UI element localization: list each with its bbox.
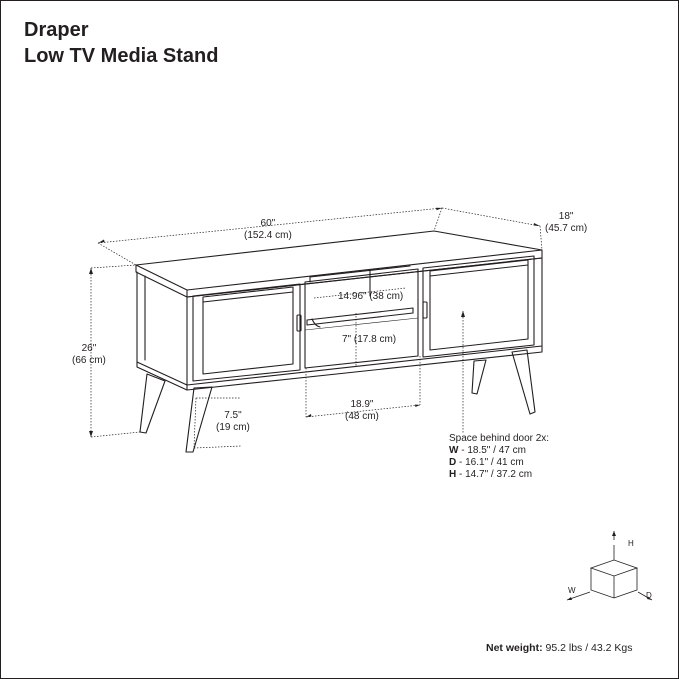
left-door [192, 283, 301, 382]
leg-front-left [185, 386, 213, 453]
width-label: 60" (152.4 cm) [244, 218, 292, 241]
product-type: Low TV Media Stand [24, 45, 219, 67]
left-handle [296, 314, 302, 332]
stand-left-side [136, 271, 188, 386]
space-behind-door: Space behind door 2x: W - 18.5" / 47 cm … [449, 433, 549, 481]
leg-spacing-dimension-line [305, 404, 421, 418]
shelf-width-label: 14.96" (38 cm) [338, 291, 404, 302]
leg-spacing-label: 18.9" (48 cm) [345, 399, 379, 422]
space-row-d: D - 16.1" / 41 cm [449, 457, 524, 468]
leg-height-label: 7.5" (19 cm) [216, 410, 250, 433]
depth-label: 18" (45.7 cm) [545, 211, 588, 234]
space-heading: Space behind door 2x: [449, 433, 550, 444]
center-shelf [306, 307, 414, 326]
net-weight: Net weight: 95.2 lbs / 43.2 Kgs [486, 642, 633, 654]
axis-cube [566, 531, 653, 601]
stand-top [135, 230, 543, 291]
space-row-w: W - 18.5" / 47 cm [449, 445, 526, 456]
axis-d-label: D [646, 591, 652, 600]
height-label: 26" (66 cm) [72, 343, 106, 366]
center-opening [304, 268, 419, 369]
leg-front-right [511, 349, 536, 415]
product-name: Draper [24, 19, 89, 41]
width-dimension-line [97, 207, 443, 244]
right-door [422, 255, 535, 358]
depth-dimension-line [441, 207, 541, 227]
axis-h-label: H [628, 539, 634, 548]
right-handle [422, 301, 428, 319]
axis-w-label: W [568, 586, 576, 595]
stand-front [186, 257, 543, 386]
leg-back-right [471, 359, 487, 395]
leg-back-left [139, 373, 166, 434]
space-row-h: H - 14.7" / 37.2 cm [449, 469, 533, 480]
shelf-gap-label: 7" (17.8 cm) [342, 334, 397, 345]
